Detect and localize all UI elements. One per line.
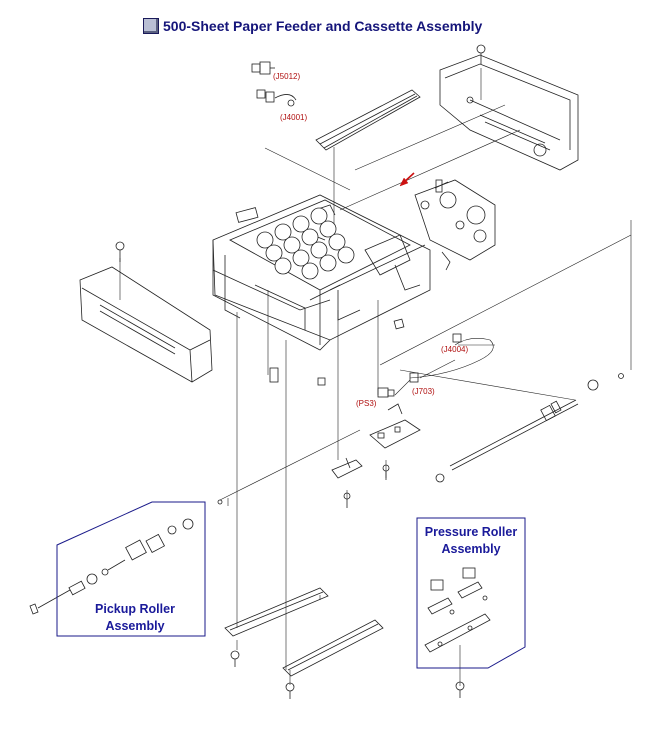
pickup-roller-label: Pickup Roller Assembly	[80, 601, 190, 635]
small-bracket-part	[331, 457, 363, 479]
pressure-roller-frame	[416, 517, 526, 669]
red-arrow-icon	[399, 172, 415, 187]
pressure-roller-label-line2: Assembly	[441, 542, 501, 556]
screw-bracket	[343, 492, 351, 508]
controller-pcb-part	[369, 419, 421, 449]
callout-j4001: (J4001)	[280, 113, 308, 122]
honeycomb-plate-part	[256, 207, 355, 280]
right-side-cover-part	[439, 54, 579, 171]
pressure-roller-parts	[424, 567, 491, 653]
left-side-cover-part	[79, 266, 213, 383]
screw-rail-right	[285, 682, 295, 699]
pickup-roller-frame	[56, 501, 206, 637]
sensor-ps3-part	[377, 387, 403, 415]
leader-lines	[119, 68, 632, 686]
page-title: 500-Sheet Paper Feeder and Cassette Asse…	[163, 18, 483, 34]
pressure-roller-label-line1: Pressure Roller	[424, 525, 518, 539]
screw-top-right	[476, 44, 486, 64]
pickup-roller-label-line2: Assembly	[105, 619, 165, 633]
pressure-roller-label: Pressure Roller Assembly	[415, 524, 527, 558]
upper-roller-part	[315, 89, 421, 151]
connector-j4001-part	[256, 89, 297, 107]
callout-j5012: (J5012)	[273, 72, 301, 81]
drive-shaft-part	[435, 373, 624, 483]
feeder-body-part	[212, 194, 431, 351]
pickup-roller-parts	[29, 499, 223, 615]
cassette-rail-left-part	[224, 587, 329, 637]
screw-pcb	[382, 464, 390, 480]
screw-left-cover	[115, 241, 125, 262]
pickup-roller-label-line1: Pickup Roller	[95, 602, 175, 616]
connector-j4004-part	[452, 333, 462, 343]
title-bar: 500-Sheet Paper Feeder and Cassette Asse…	[143, 16, 482, 36]
cassette-rail-right-part	[282, 619, 384, 677]
screw-pressure-assembly	[455, 681, 465, 698]
callout-j703: (J703)	[412, 387, 435, 396]
bracket-small-part	[269, 367, 326, 386]
square-bullet-icon	[143, 18, 159, 34]
callout-j4004: (J4004)	[441, 345, 469, 354]
connector-j703-part	[409, 372, 419, 383]
connector-j5012-part	[251, 61, 275, 75]
drive-assembly-part	[414, 179, 496, 271]
callout-ps3: (PS3)	[356, 399, 377, 408]
screw-rail-left	[230, 650, 240, 667]
